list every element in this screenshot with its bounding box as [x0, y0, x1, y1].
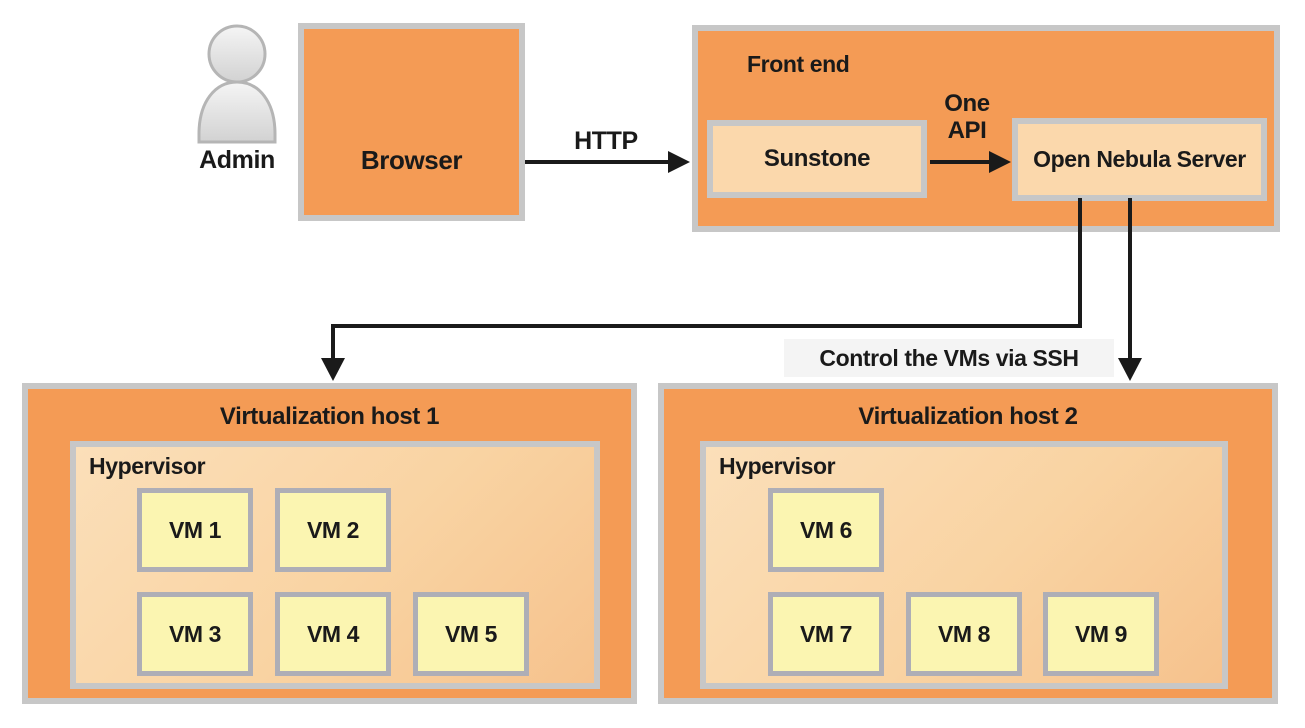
- browser-label: Browser: [360, 145, 463, 175]
- http-arrowhead: [668, 151, 690, 173]
- one-api-label-line1: One: [944, 90, 990, 117]
- open-nebula-server-box: Open Nebula Server: [1012, 118, 1267, 201]
- vm-3-box: VM 3: [137, 592, 253, 676]
- admin-label: Admin: [199, 146, 275, 174]
- sunstone-box: Sunstone: [707, 120, 927, 198]
- one-api-arrow-label: One API: [922, 90, 1012, 144]
- vm-6-box: VM 6: [768, 488, 884, 572]
- sunstone-label: Sunstone: [763, 145, 871, 172]
- vm-1-box: VM 1: [137, 488, 253, 572]
- virtualization-host-2-box: Virtualization host 2 Hypervisor VM 6 VM…: [658, 383, 1278, 704]
- vm-8-box: VM 8: [906, 592, 1022, 676]
- vm-5-box: VM 5: [413, 592, 529, 676]
- open-nebula-server-label: Open Nebula Server: [1033, 146, 1246, 172]
- ssh-arrowhead-host2: [1118, 358, 1142, 381]
- one-api-label-line2: API: [947, 117, 987, 144]
- vm-7-box: VM 7: [768, 592, 884, 676]
- front-end-title: Front end: [747, 51, 850, 77]
- vm-4-box: VM 4: [275, 592, 391, 676]
- ssh-note-label: Control the VMs via SSH: [784, 339, 1114, 377]
- hypervisor-2-label: Hypervisor: [719, 453, 836, 479]
- browser-box: Browser: [298, 23, 525, 221]
- hypervisor-1-box: Hypervisor VM 1 VM 2 VM 3 VM 4 VM 5: [70, 441, 600, 689]
- virtualization-host-1-box: Virtualization host 1 Hypervisor VM 1 VM…: [22, 383, 637, 704]
- ssh-arrowhead-host1: [321, 358, 345, 381]
- admin-user-icon: [197, 24, 277, 144]
- http-arrow-label: HTTP: [574, 127, 638, 155]
- hypervisor-2-box: Hypervisor VM 6 VM 7 VM 8 VM 9: [700, 441, 1228, 689]
- vm-2-box: VM 2: [275, 488, 391, 572]
- front-end-box: Front end Sunstone Open Nebula Server: [692, 25, 1280, 232]
- hypervisor-1-label: Hypervisor: [89, 453, 206, 479]
- host-2-title: Virtualization host 2: [858, 403, 1078, 430]
- vm-9-box: VM 9: [1043, 592, 1159, 676]
- host-1-title: Virtualization host 1: [219, 403, 440, 430]
